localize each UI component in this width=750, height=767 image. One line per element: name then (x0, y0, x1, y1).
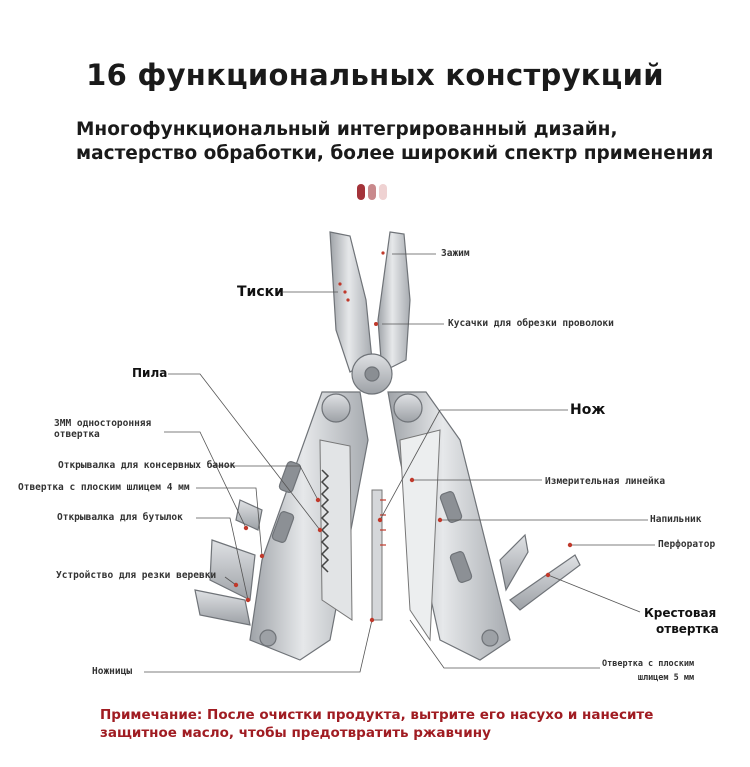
label-rope-cutter: Устройство для резки веревки (56, 570, 217, 581)
subtitle-line-1: Многофункциональный интегрированный диза… (76, 119, 618, 140)
knife-blade (399, 429, 441, 642)
leader-dots (233, 477, 573, 623)
label-knife: Нож (570, 402, 606, 418)
care-note-line2: защитное масло, чтобы предотвратить ржав… (100, 725, 491, 741)
page-subtitle: Многофункциональный интегрированный диза… (76, 118, 716, 166)
label-file: Напильник (650, 514, 702, 525)
label-saw: Пила (132, 366, 168, 380)
subtitle-line-2: мастерство обработки, более широкий спек… (76, 143, 714, 164)
label-screwdriver-3mm-line1: 3ММ односторонняя (54, 418, 152, 429)
label-phillips-line2: отвертка (656, 622, 719, 636)
label-ruler: Измерительная линейка (545, 476, 666, 487)
care-note: Примечание: После очистки продукта, вытр… (100, 706, 700, 742)
decorative-dots (357, 184, 387, 200)
dot-light (379, 184, 387, 200)
label-can-opener: Открывалка для консервных банок (58, 460, 236, 471)
label-scissors: Ножницы (92, 666, 133, 677)
pliers-jaws (329, 231, 411, 395)
label-flat-5mm-line1: Отвертка с плоским (602, 659, 695, 669)
label-phillips: Крестовая отвертка (644, 605, 719, 637)
saw-teeth (320, 469, 330, 573)
label-clamp: Зажим (441, 248, 470, 259)
dot-medium (368, 184, 376, 200)
care-note-line1: Примечание: После очистки продукта, вытр… (100, 707, 654, 723)
label-wire-cutter: Кусачки для обрезки проволоки (448, 318, 614, 329)
page-title: 16 функциональных конструкций (86, 58, 664, 92)
label-screwdriver-3mm: 3ММ односторонняя отвертка (54, 418, 151, 440)
left-tools (194, 499, 263, 626)
label-vise: Тиски (237, 284, 284, 300)
label-flat-4mm: Отвертка с плоским шлицем 4 мм (18, 482, 190, 493)
pliers-red-dots (338, 251, 385, 326)
saw-blade (319, 439, 353, 621)
label-flat-5mm: Отвертка с плоским шлицем 5 мм (602, 657, 694, 685)
file-strip (371, 489, 383, 621)
leader-lines (144, 253, 655, 673)
label-flat-5mm-line2: шлицем 5 мм (637, 673, 695, 683)
label-bottle-opener: Открывалка для бутылок (57, 512, 183, 523)
label-awl: Перфоратор (658, 539, 716, 550)
label-phillips-line1: Крестовая (644, 606, 717, 620)
right-tools (499, 533, 581, 611)
label-screwdriver-3mm-line2: отвертка (54, 429, 100, 440)
dot-dark (357, 184, 365, 200)
